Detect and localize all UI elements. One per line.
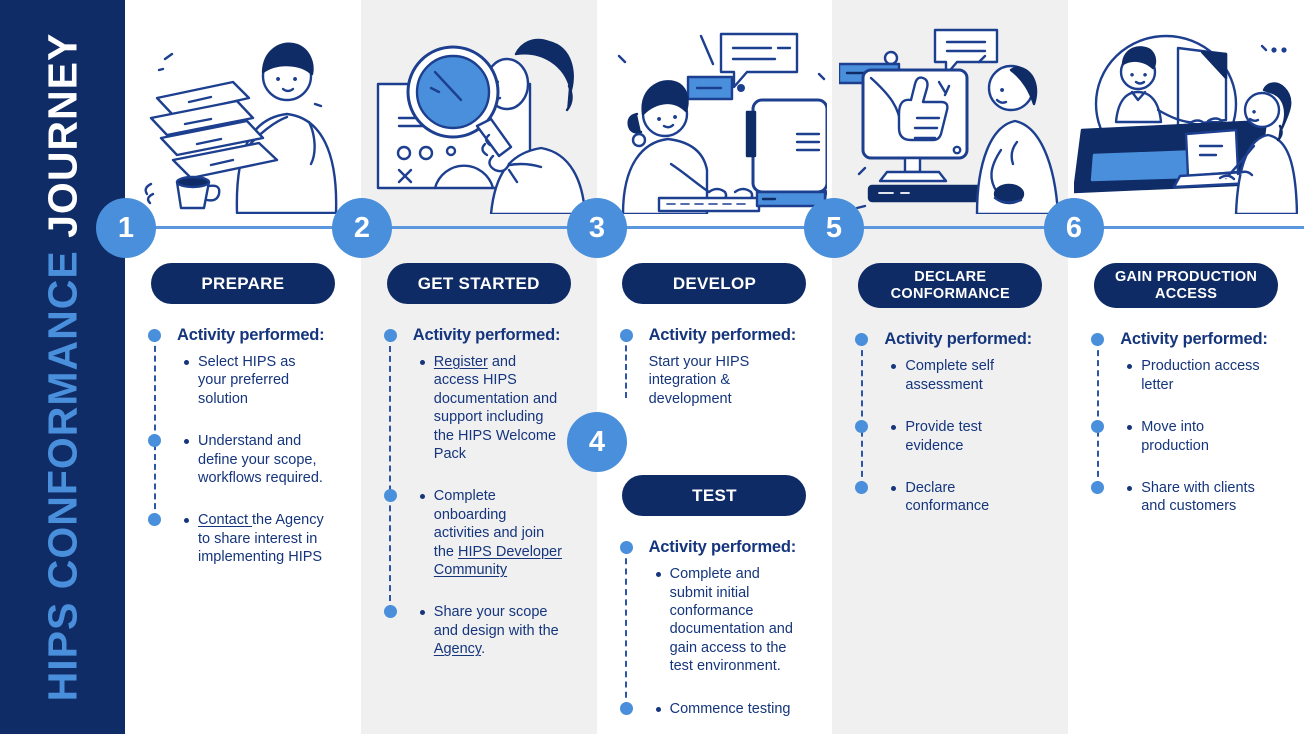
activity-develop: Activity performed: Start your HIPS inte… [597, 326, 833, 408]
two-people-laptops-illustration [1074, 34, 1299, 214]
dashed-rail [1096, 340, 1099, 487]
activity-item: Production access letter [1120, 357, 1270, 394]
activity-heading: Activity performed: [412, 326, 561, 344]
activity-item: Provide test evidence [855, 418, 1034, 455]
step-circle-1: 1 [96, 198, 156, 258]
dashed-rail [389, 336, 392, 612]
pill-prepare: PREPARE [150, 263, 335, 304]
dashed-rail [625, 336, 628, 398]
activity-prepare: Activity performed: Select HIPS as your … [125, 326, 361, 567]
columns-container: PREPARE Activity performed: Select HIPS … [125, 0, 1304, 734]
activity-item: Select HIPS as your preferred solution [177, 353, 327, 408]
sidebar: HIPS CONFORMANCE JOURNEY [0, 0, 125, 734]
step-circle-5: 5 [804, 198, 864, 258]
page-title-secondary: JOURNEY [39, 32, 85, 238]
developer-at-computer-illustration [618, 32, 828, 214]
column-get-started: GET STARTED Activity performed: Register… [360, 0, 597, 734]
illustration-develop [597, 0, 833, 235]
page-title: HIPS CONFORMANCE JOURNEY [39, 33, 86, 702]
activity-get-started: Activity performed: Register and access … [361, 326, 597, 659]
activity-declare-conformance: Activity performed: Complete self assess… [832, 330, 1068, 515]
activity-item: Share your scope and design with the Age… [383, 603, 563, 658]
activity-item: Share with clients and customers [1091, 479, 1270, 516]
activity-heading: Activity performed: [648, 326, 797, 344]
pill-develop: DEVELOP [622, 263, 807, 304]
activity-gain-production-access: Activity performed: Production access le… [1068, 330, 1304, 515]
link[interactable]: Register [433, 354, 488, 370]
activity-item: Register and access HIPS documentation a… [413, 353, 563, 463]
magnifying-glass-illustration [376, 38, 585, 214]
activity-heading: Activity performed: [648, 538, 797, 557]
dashed-rail [625, 548, 628, 708]
step-circle-2: 2 [332, 198, 392, 258]
activity-heading: Activity performed: [884, 330, 1032, 349]
activity-item: Complete and submit initial conformance … [649, 565, 799, 675]
column-declare-conformance: DECLARE CONFORMANCE Activity performed: … [832, 0, 1069, 734]
pill-declare-conformance: DECLARE CONFORMANCE [858, 263, 1043, 309]
activity-list: Register and access HIPS documentation a… [383, 353, 563, 659]
timeline-line [126, 226, 1304, 229]
activity-item: Commence testing [619, 700, 799, 718]
pill-gain-production-access: GAIN PRODUCTION ACCESS [1094, 263, 1279, 309]
pill-get-started: GET STARTED [386, 263, 571, 304]
activity-list: Complete and submit initial conformance … [619, 565, 799, 718]
illustration-get-started [361, 0, 597, 235]
activity-list: Start your HIPS integration & developmen… [649, 353, 799, 408]
activity-item: Complete self assessment [884, 357, 1034, 394]
activity-test: Activity performed: Complete and submit … [597, 538, 833, 718]
column-prepare: PREPARE Activity performed: Select HIPS … [125, 0, 361, 734]
link[interactable]: Agency [433, 641, 482, 658]
activity-item: Move into production [1091, 418, 1270, 455]
activity-text: Start your HIPS integration & developmen… [648, 354, 750, 407]
illustration-prepare [125, 0, 361, 235]
step-circle-3: 3 [567, 198, 627, 258]
link[interactable]: HIPS Developer Community [433, 543, 562, 579]
page-title-primary: HIPS CONFORMANCE [39, 250, 85, 702]
illustration-declare-conformance [832, 0, 1068, 235]
pill-test: TEST [622, 475, 807, 517]
column-develop: DEVELOP Activity performed: Start your H… [597, 0, 833, 734]
activity-item: Understand and define your scope, workfl… [148, 432, 327, 487]
column-gain-production-access: GAIN PRODUCTION ACCESS Activity performe… [1068, 0, 1304, 734]
dashed-rail [860, 340, 863, 487]
activity-heading: Activity performed: [1120, 330, 1268, 349]
dashed-rail [153, 336, 156, 520]
illustration-gain-production-access [1068, 0, 1304, 235]
activity-item: Complete onboarding activities and join … [383, 487, 563, 579]
activity-item: Declare conformance [855, 479, 1034, 516]
step-circle-4: 4 [567, 412, 627, 472]
person-sorting-documents-illustration [144, 42, 338, 214]
activity-item: Contact the Agency to share interest in … [148, 511, 327, 566]
step-circle-6: 6 [1044, 198, 1104, 258]
activity-heading: Activity performed: [177, 326, 325, 344]
link[interactable]: Contact [198, 512, 252, 529]
thumbs-up-monitor-illustration [839, 28, 1060, 214]
